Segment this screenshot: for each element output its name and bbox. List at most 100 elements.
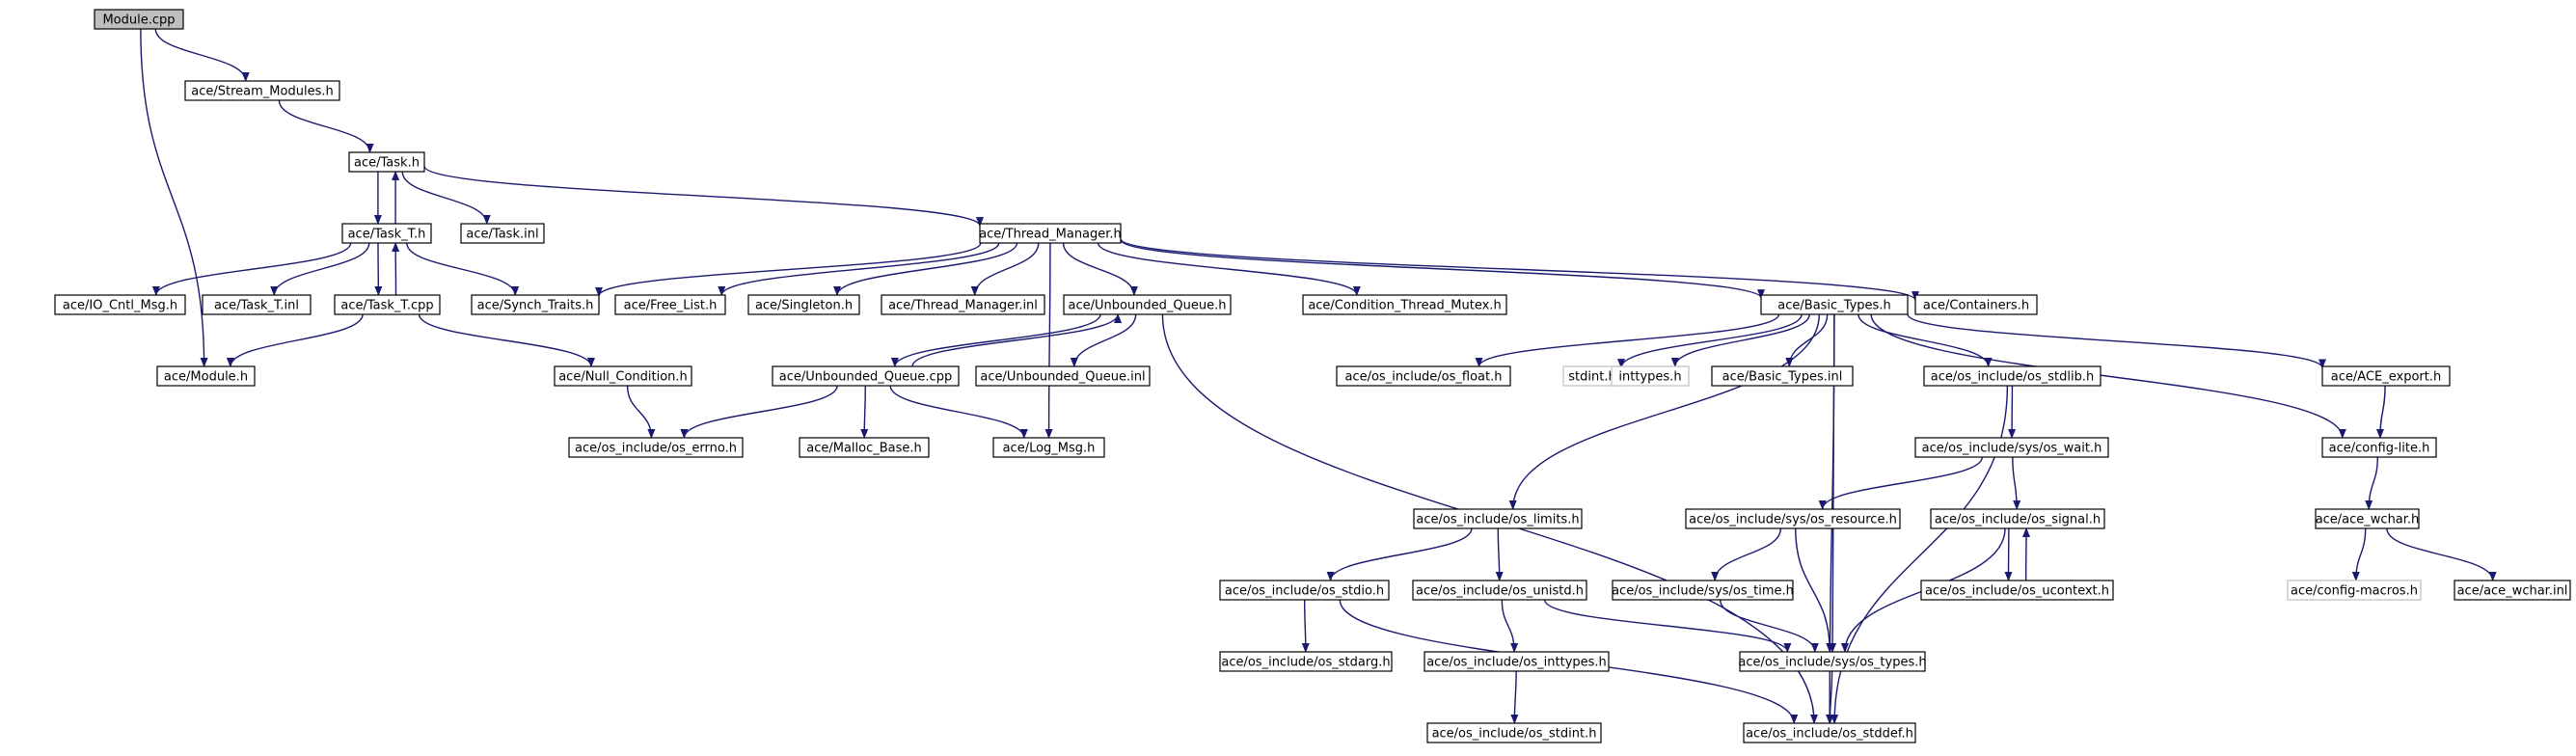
node-box <box>1611 365 1690 387</box>
edge-ace-basic-types-h-to-ace-os-include-os-float-h <box>1475 313 1780 367</box>
node-ace-io-cntl-msg-h[interactable]: ace/IO_Cntl_Msg.h <box>54 294 186 315</box>
edge-module-cpp-to-ace-module-h <box>140 28 208 367</box>
node-ace-basic-types-h[interactable]: ace/Basic_Types.h <box>1760 294 1909 315</box>
edge-ace-os-include-os-stdio-h-to-ace-os-include-os-stdarg-h <box>1301 599 1310 653</box>
node-layer: Module.cpp ace/Stream_Modules.h ace/Task.h… <box>54 9 2571 743</box>
node-ace-task-inl[interactable]: ace/Task.inl <box>460 223 545 244</box>
edge-ace-thread-manager-h-to-ace-basic-types-h <box>1120 239 1765 300</box>
node-ace-os-include-os-stdarg-h[interactable]: ace/os_include/os_stdarg.h <box>1219 651 1393 672</box>
edge-ace-thread-manager-h-to-ace-free-list-h <box>718 242 1000 296</box>
edge-ace-task-t-cpp-to-ace-null-condition-h <box>418 313 595 367</box>
node-box <box>1743 722 1916 743</box>
edge-ace-os-include-sys-os-resource-h-to-ace-os-include-sys-os-types-h <box>1795 527 1834 653</box>
node-ace-config-macros-h: ace/config-macros.h <box>2287 580 2422 601</box>
node-box <box>1219 651 1393 672</box>
node-ace-free-list-h[interactable]: ace/Free_List.h <box>614 294 726 315</box>
node-ace-os-include-os-unistd-h[interactable]: ace/os_include/os_unistd.h <box>1412 580 1587 601</box>
node-ace-ace-wchar-inl[interactable]: ace/ace_wchar.inl <box>2454 580 2571 601</box>
node-ace-os-include-sys-os-types-h[interactable]: ace/os_include/sys/os_types.h <box>1738 651 1927 672</box>
edge-ace-os-include-sys-os-wait-h-to-ace-os-include-sys-os-resource-h <box>1818 456 1984 510</box>
node-ace-os-include-os-limits-h[interactable]: ace/os_include/os_limits.h <box>1413 508 1583 529</box>
edge-ace-task-t-h-to-ace-synch-traits-h <box>406 242 520 296</box>
node-label: ace/os_include/os_signal.h <box>1935 513 2101 527</box>
edge-ace-unbounded-queue-h-to-ace-unbounded-queue-cpp <box>890 313 1101 367</box>
node-ace-singleton-h[interactable]: ace/Singleton.h <box>747 294 860 315</box>
edge-ace-unbounded-queue-cpp-to-ace-os-include-os-errno-h <box>680 385 838 439</box>
node-ace-os-include-os-stdlib-h[interactable]: ace/os_include/os_stdlib.h <box>1923 365 2101 387</box>
node-ace-config-lite-h[interactable]: ace/config-lite.h <box>2321 437 2437 458</box>
node-box <box>1923 365 2101 387</box>
node-label: ace/Task.h <box>354 156 420 171</box>
node-label: ace/Singleton.h <box>755 299 853 313</box>
node-label: ace/Synch_Traits.h <box>477 299 594 313</box>
node-ace-task-t-cpp[interactable]: ace/Task_T.cpp <box>334 294 441 315</box>
node-box <box>2454 580 2571 601</box>
node-ace-malloc-base-h[interactable]: ace/Malloc_Base.h <box>799 437 930 458</box>
node-label: ace/os_include/os_stddef.h <box>1746 727 1913 742</box>
node-box <box>1413 508 1583 529</box>
node-ace-unbounded-queue-inl[interactable]: ace/Unbounded_Queue.inl <box>975 365 1151 387</box>
node-ace-log-msg-h[interactable]: ace/Log_Msg.h <box>992 437 1105 458</box>
edge-ace-basic-types-h-to-ace-basic-types-inl <box>1785 313 1829 367</box>
node-ace-os-include-os-float-h[interactable]: ace/os_include/os_float.h <box>1336 365 1511 387</box>
node-ace-os-include-os-errno-h[interactable]: ace/os_include/os_errno.h <box>568 437 744 458</box>
node-ace-os-include-sys-os-wait-h[interactable]: ace/os_include/sys/os_wait.h <box>1914 437 2109 458</box>
node-box <box>1914 437 2109 458</box>
edge-ace-os-include-os-inttypes-h-to-ace-os-include-os-stdint-h <box>1510 670 1519 724</box>
node-box <box>1930 508 2105 529</box>
node-ace-os-include-sys-os-time-h[interactable]: ace/os_include/sys/os_time.h <box>1612 580 1794 601</box>
node-label: ace/Thread_Manager.inl <box>888 299 1038 313</box>
node-ace-os-include-os-stdio-h[interactable]: ace/os_include/os_stdio.h <box>1219 580 1390 601</box>
node-ace-containers-h[interactable]: ace/Containers.h <box>1914 294 2038 315</box>
node-ace-stream-modules-h[interactable]: ace/Stream_Modules.h <box>184 80 340 101</box>
edge-ace-unbounded-queue-cpp-to-ace-malloc-base-h <box>860 385 869 439</box>
edge-ace-config-lite-h-to-ace-ace-wchar-h <box>2365 456 2379 510</box>
node-ace-os-include-os-stddef-h[interactable]: ace/os_include/os_stddef.h <box>1743 722 1916 743</box>
node-box <box>881 294 1045 315</box>
node-box <box>979 223 1122 244</box>
node-label: ace/IO_Cntl_Msg.h <box>63 299 177 313</box>
edge-ace-os-include-os-stdlib-h-to-ace-os-include-os-stddef-h <box>1830 385 2009 724</box>
node-label: ace/Module.h <box>164 370 248 385</box>
node-ace-os-include-os-stdint-h[interactable]: ace/os_include/os_stdint.h <box>1426 722 1602 743</box>
node-box <box>1424 651 1610 672</box>
node-box <box>184 80 340 101</box>
node-label: ace/os_include/os_errno.h <box>575 442 737 456</box>
node-ace-os-include-sys-os-resource-h[interactable]: ace/os_include/sys/os_resource.h <box>1685 508 1901 529</box>
node-ace-task-h[interactable]: ace/Task.h <box>348 151 425 173</box>
node-ace-os-include-os-inttypes-h[interactable]: ace/os_include/os_inttypes.h <box>1424 651 1610 672</box>
node-label: ace/Free_List.h <box>624 299 718 313</box>
edge-ace-ace-wchar-h-to-ace-ace-wchar-inl <box>2386 527 2497 581</box>
node-label: ace/ace_wchar.h <box>2316 513 2420 527</box>
node-box <box>1426 722 1602 743</box>
edge-ace-unbounded-queue-cpp-to-ace-log-msg-h <box>889 385 1028 439</box>
node-ace-ace-export-h[interactable]: ace/ACE_export.h <box>2321 365 2451 387</box>
node-ace-unbounded-queue-h[interactable]: ace/Unbounded_Queue.h <box>1063 294 1232 315</box>
node-ace-task-t-h[interactable]: ace/Task_T.h <box>341 223 432 244</box>
node-box <box>1219 580 1390 601</box>
node-label: ace/ace_wchar.inl <box>2457 584 2568 599</box>
node-box <box>1760 294 1909 315</box>
node-box <box>460 223 545 244</box>
node-ace-module-h[interactable]: ace/Module.h <box>156 365 256 387</box>
node-label: ace/Task_T.cpp <box>340 299 433 313</box>
node-box <box>772 365 960 387</box>
node-ace-thread-manager-inl[interactable]: ace/Thread_Manager.inl <box>881 294 1045 315</box>
node-ace-thread-manager-h[interactable]: ace/Thread_Manager.h <box>979 223 1122 244</box>
node-ace-task-t-inl[interactable]: ace/Task_T.inl <box>202 294 312 315</box>
node-box <box>1685 508 1901 529</box>
node-ace-condition-thread-mutex-h[interactable]: ace/Condition_Thread_Mutex.h <box>1302 294 1507 315</box>
node-ace-basic-types-inl[interactable]: ace/Basic_Types.inl <box>1711 365 1854 387</box>
node-ace-null-condition-h[interactable]: ace/Null_Condition.h <box>554 365 692 387</box>
node-ace-os-include-os-signal-h[interactable]: ace/os_include/os_signal.h <box>1930 508 2105 529</box>
node-ace-unbounded-queue-cpp[interactable]: ace/Unbounded_Queue.cpp <box>772 365 960 387</box>
node-box <box>747 294 860 315</box>
node-ace-os-include-os-ucontext-h[interactable]: ace/os_include/os_ucontext.h <box>1920 580 2114 601</box>
node-label: ace/Task.inl <box>466 228 538 242</box>
node-module-cpp[interactable]: Module.cpp <box>94 9 184 30</box>
edge-ace-os-include-sys-os-wait-h-to-ace-os-include-os-signal-h <box>2012 456 2021 510</box>
node-ace-ace-wchar-h[interactable]: ace/ace_wchar.h <box>2315 508 2420 529</box>
node-label: ace/config-lite.h <box>2329 442 2430 456</box>
node-box <box>799 437 930 458</box>
node-ace-synch-traits-h[interactable]: ace/Synch_Traits.h <box>471 294 600 315</box>
